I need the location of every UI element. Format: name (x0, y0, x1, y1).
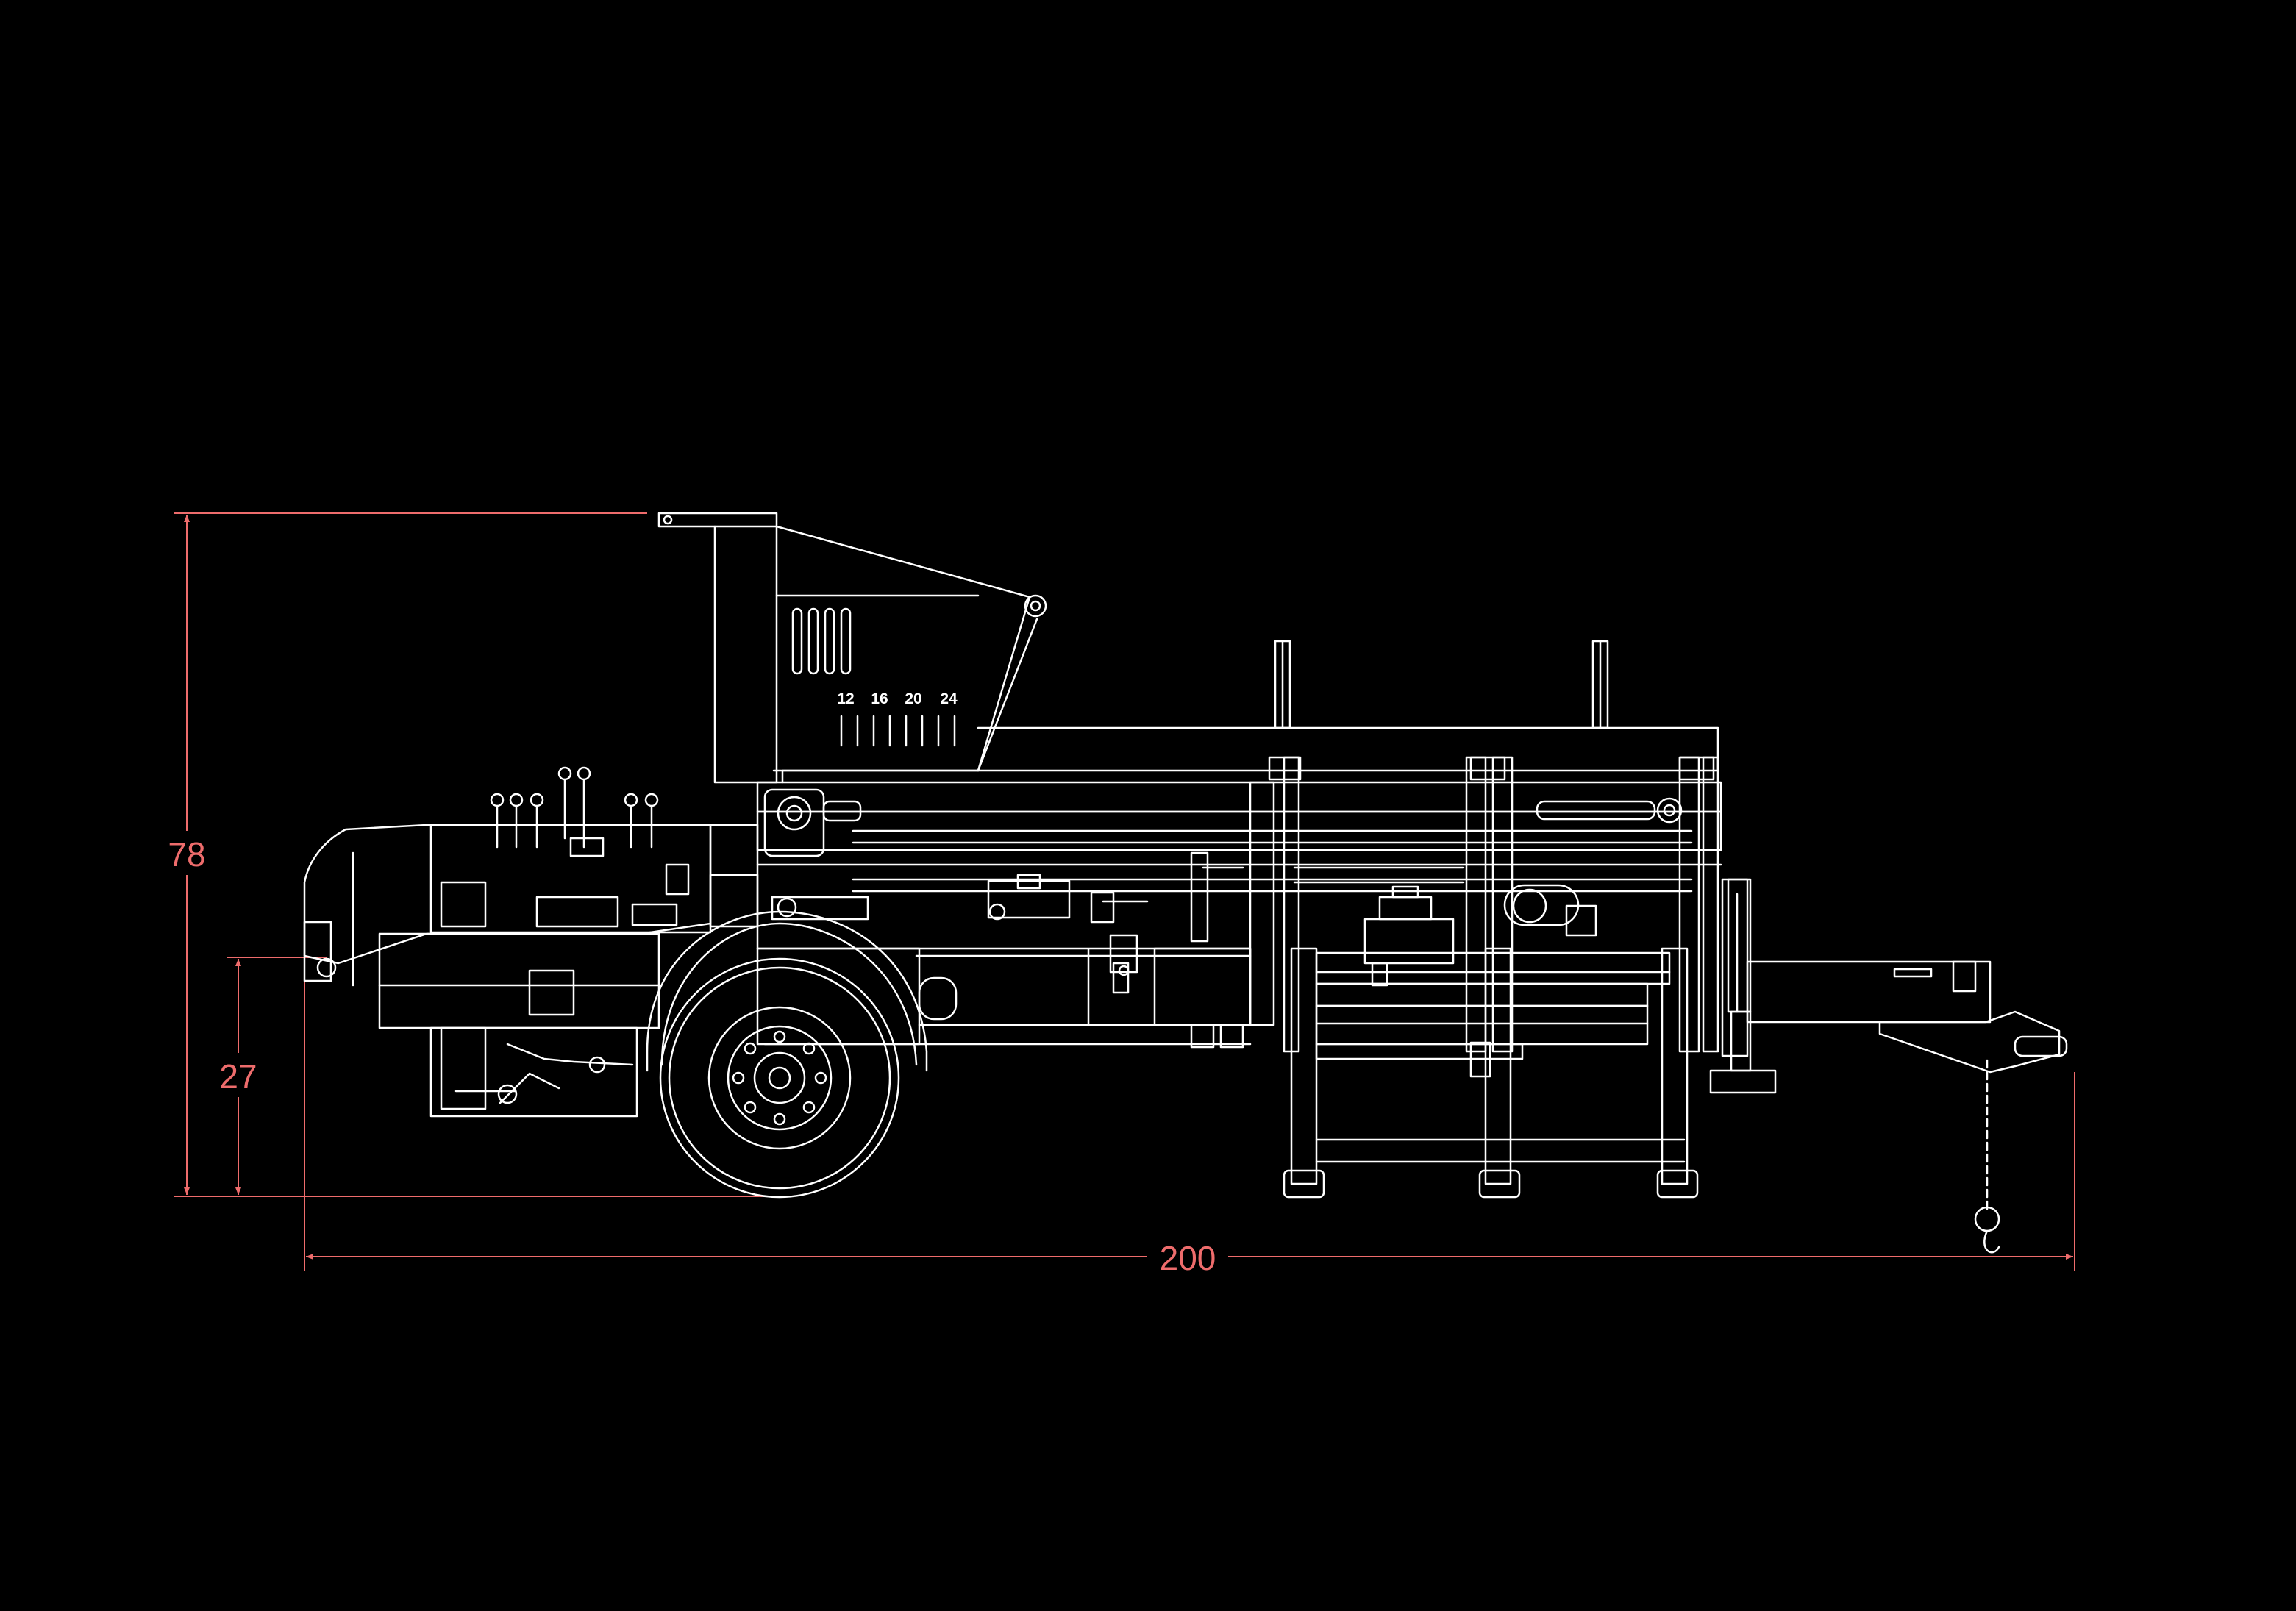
gauge-mark-24: 24 (940, 690, 958, 707)
gauge-mark-16: 16 (871, 690, 888, 707)
lower-deck (1283, 947, 1699, 1199)
instrument-panel (1293, 866, 1465, 987)
hopper-assembly (657, 512, 1047, 784)
front-body (378, 824, 759, 1118)
safety-chain (1974, 1059, 2000, 1254)
upper-beam (977, 640, 1719, 772)
gauge-mark-20: 20 (905, 690, 921, 707)
control-levers (490, 766, 659, 857)
conveyor-trough (756, 781, 1722, 893)
rear-hitch-beam (915, 954, 1252, 1021)
lower-frame (756, 947, 1252, 1049)
gauge-mark-12: 12 (837, 690, 854, 707)
machine-outline (303, 512, 2068, 1254)
hydraulic-arms (1503, 797, 1683, 937)
support-posts (1249, 756, 1749, 1057)
drawbar (1709, 878, 2068, 1094)
drive-mechanisms (763, 788, 1244, 976)
length-dimension-label: 200 (1160, 1239, 1216, 1277)
hitch-height-dimension-label: 27 (219, 1057, 257, 1096)
height-dimension-label: 78 (168, 835, 205, 874)
front-feed-table (303, 824, 712, 987)
wheel-assembly (646, 910, 928, 1199)
